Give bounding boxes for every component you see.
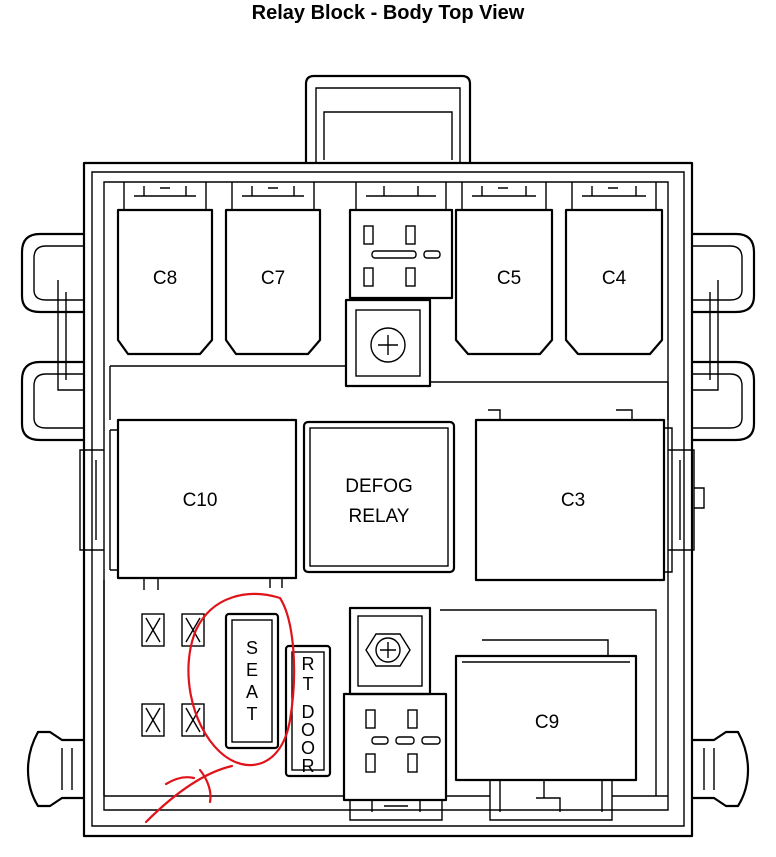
side-tabs xyxy=(79,449,705,551)
lower-fuse-cluster xyxy=(342,692,448,821)
diagram-title: Relay Block - Body Top View xyxy=(251,2,525,24)
label-rtdoor-o1: O xyxy=(301,720,315,740)
label-c10: C10 xyxy=(183,490,218,511)
connector-c9 xyxy=(454,639,638,821)
top-fuse-cluster xyxy=(348,182,454,300)
housing-outline xyxy=(82,161,694,838)
label-c5: C5 xyxy=(497,268,521,289)
red-loop xyxy=(187,592,296,767)
label-defog-line2: RELAY xyxy=(349,506,410,527)
connector-c7 xyxy=(224,182,322,356)
connector-c3 xyxy=(474,409,673,582)
label-c3: C3 xyxy=(561,490,585,511)
label-seat-t: T xyxy=(247,704,258,724)
red-arrow xyxy=(144,764,234,824)
connector-c4 xyxy=(564,182,664,356)
label-rtdoor-d: D xyxy=(302,702,315,722)
red-circle-annotation xyxy=(144,592,296,824)
label-rtdoor-t: T xyxy=(303,674,314,694)
label-defog-line1: DEFOG xyxy=(345,476,413,497)
label-c4: C4 xyxy=(602,268,627,289)
label-seat-a: A xyxy=(246,682,258,702)
mini-fuse-slots xyxy=(141,613,205,737)
connector-c10 xyxy=(109,418,298,590)
right-side-latches xyxy=(692,232,756,808)
connector-c5 xyxy=(454,182,554,356)
label-rtdoor-o2: O xyxy=(301,738,315,758)
defog-relay xyxy=(302,420,456,574)
seat-relay xyxy=(224,612,280,750)
bottom-rib xyxy=(103,580,668,797)
label-rtdoor-r1: R xyxy=(302,654,315,674)
top-terminal-stud xyxy=(344,298,432,388)
top-rib xyxy=(109,365,669,420)
connector-c8 xyxy=(116,182,214,356)
label-seat-s: S xyxy=(246,638,258,658)
label-c7: C7 xyxy=(261,268,285,289)
left-side-latches xyxy=(20,232,84,808)
label-seat-e: E xyxy=(246,660,258,680)
label-c9: C9 xyxy=(535,712,559,733)
label-c8: C8 xyxy=(153,268,177,289)
label-rtdoor-r2: R xyxy=(302,756,315,776)
top-latch xyxy=(304,74,472,163)
lower-terminal-stud xyxy=(348,606,432,696)
